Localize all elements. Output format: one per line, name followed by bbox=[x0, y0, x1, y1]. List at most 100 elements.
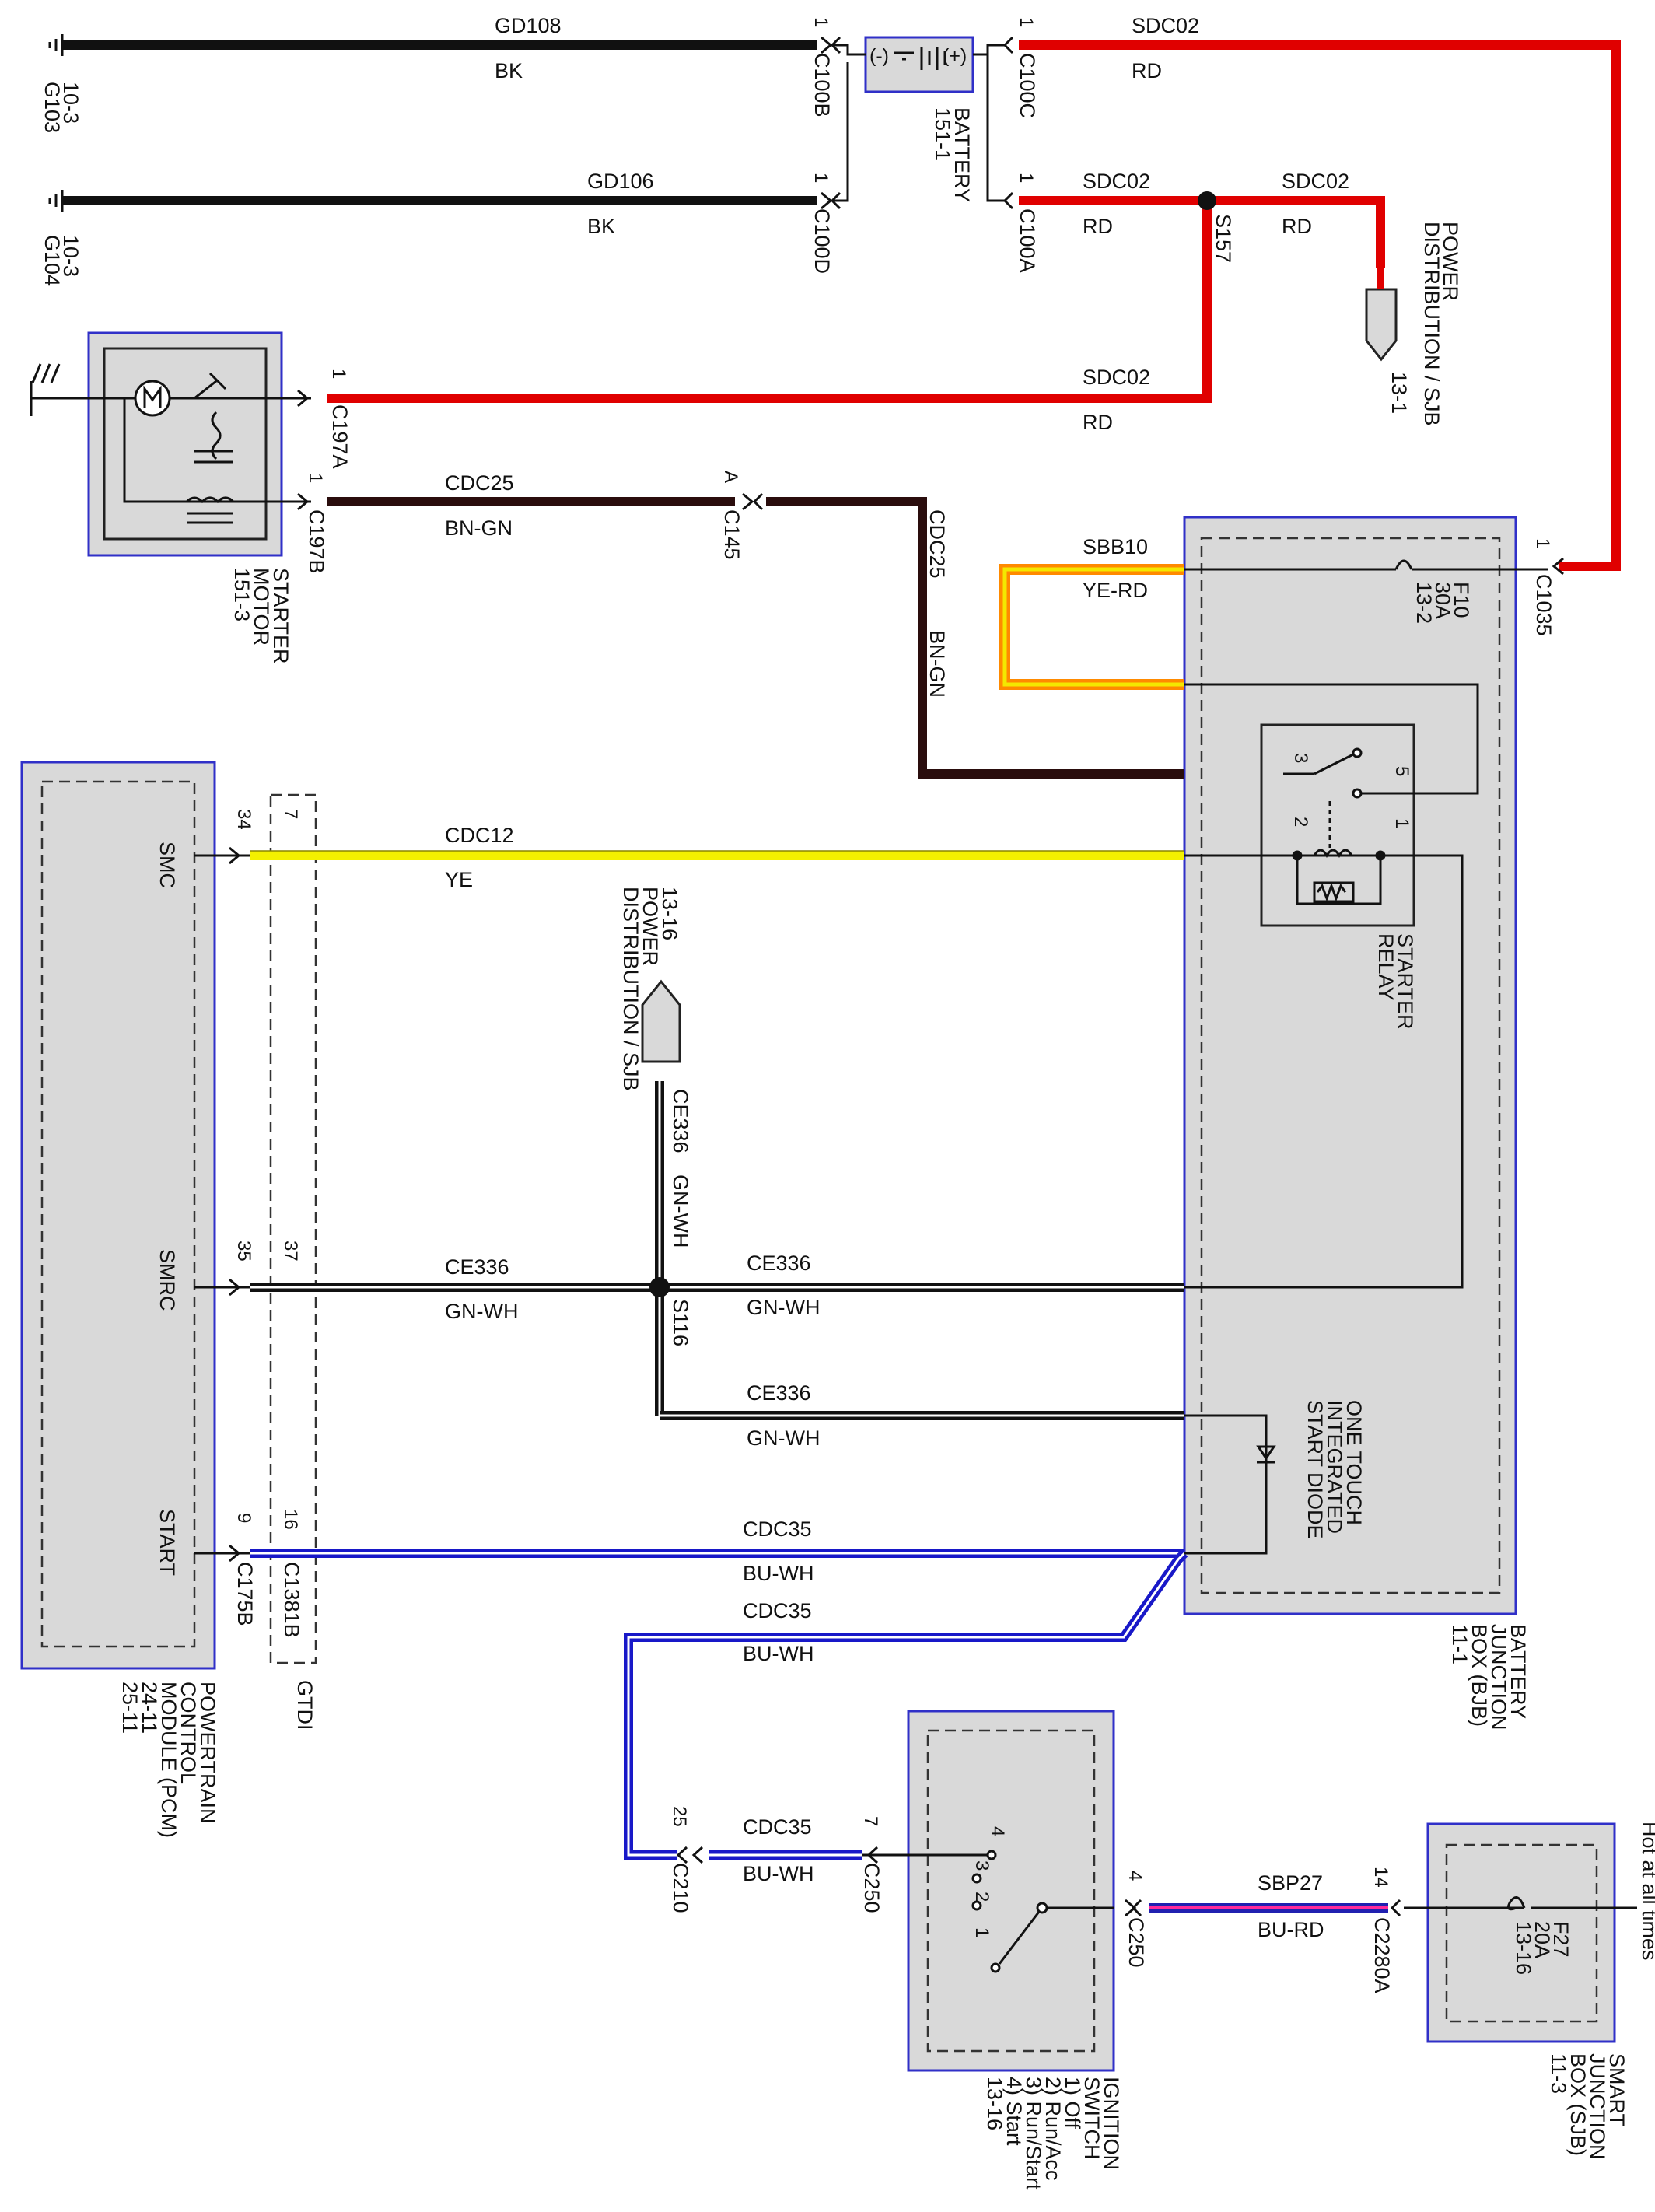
wire-sdc02-b-color: RD bbox=[1083, 215, 1113, 238]
conn-c197a: C197A bbox=[328, 404, 352, 469]
wire-cdc35-loop-stripe bbox=[627, 1552, 1186, 1857]
ground-g104-label: G104 bbox=[40, 235, 64, 286]
ground-g103-label: G103 bbox=[40, 82, 64, 133]
ground-g104-icon bbox=[48, 190, 64, 212]
pin-smc-gtdi: 7 bbox=[280, 809, 301, 819]
wire-ce336-r-circuit: CE336 bbox=[747, 1251, 811, 1275]
pin-c250a: 7 bbox=[860, 1816, 881, 1826]
wire-sdc02-c-circuit: SDC02 bbox=[1282, 170, 1349, 193]
wire-sbb10-stripe bbox=[1002, 567, 1184, 687]
ignition-switch-icon bbox=[971, 1850, 1048, 1973]
wire-cdc35-a-circuit: CDC35 bbox=[743, 1517, 812, 1541]
pin-c1035: 1 bbox=[1532, 538, 1553, 548]
relay-coil-wire bbox=[1184, 854, 1464, 1289]
pcm-box bbox=[20, 761, 216, 1670]
power-dist-top-line2: DISTRIBUTION / SJB bbox=[1420, 222, 1443, 426]
power-dist-top-page: 13-1 bbox=[1387, 372, 1411, 414]
sjb-line1: SMART bbox=[1605, 2053, 1629, 2126]
wire-sdc02-d-color: RD bbox=[1083, 411, 1113, 434]
wire-gd108-circuit: GD108 bbox=[495, 14, 562, 37]
diode-line3: START DIODE bbox=[1303, 1400, 1327, 1539]
pin-c145: A bbox=[720, 471, 741, 483]
bjb-inner bbox=[1200, 537, 1501, 1594]
connector-arrows bbox=[229, 36, 1564, 1917]
pin-c100c: 1 bbox=[1016, 17, 1037, 27]
bjb-line2: JUNCTION bbox=[1487, 1624, 1510, 1731]
ignition-line2: SWITCH bbox=[1080, 2077, 1104, 2159]
ignition-page: 13-16 bbox=[983, 2077, 1006, 2130]
wire-gd106-circuit: GD106 bbox=[587, 170, 654, 193]
conn-c100c: C100C bbox=[1016, 53, 1039, 118]
sjb-inner bbox=[1445, 1843, 1598, 2023]
sjb-fuse: F27 bbox=[1549, 1921, 1573, 1958]
sjb-fuse-page: 13-16 bbox=[1512, 1921, 1535, 1975]
starter-relay-line1: STARTER bbox=[1394, 933, 1417, 1030]
wire-sdc02-right bbox=[1207, 196, 1385, 268]
pin-start-pcm: 9 bbox=[233, 1513, 254, 1523]
pin-c100a: 1 bbox=[1016, 173, 1037, 183]
wire-ce336-r-color: GN-WH bbox=[747, 1296, 820, 1319]
pin-c2280a: 14 bbox=[1370, 1867, 1391, 1888]
starter-motor-wire-b bbox=[123, 398, 311, 503]
pcm-smc: SMC bbox=[156, 842, 179, 888]
wire-cdc12-color: YE bbox=[445, 868, 473, 891]
chassis-ground-icon bbox=[30, 363, 61, 416]
relay-pin-3: 3 bbox=[1290, 753, 1311, 763]
wire-sdc02-a-circuit: SDC02 bbox=[1132, 14, 1199, 37]
wire-ce336-l-color: GN-WH bbox=[445, 1300, 518, 1323]
wire-sbb10-color: YE-RD bbox=[1083, 579, 1148, 602]
wire-cdc35-c-circuit: CDC35 bbox=[743, 1815, 812, 1839]
pcm-page2: 25-11 bbox=[118, 1682, 142, 1734]
wire-cdc25-right bbox=[766, 497, 1184, 779]
sjb-hot: Hot at all times bbox=[1638, 1822, 1655, 1961]
bjb-page: 11-1 bbox=[1448, 1624, 1471, 1664]
battery-neg-lead-2 bbox=[832, 62, 849, 202]
wire-ce336-v-color: GN-WH bbox=[669, 1174, 692, 1248]
diode-line1: ONE TOUCH bbox=[1342, 1400, 1366, 1525]
wire-cdc25-b-color: BN-GN bbox=[925, 630, 949, 698]
wire-ce336-d-color: GN-WH bbox=[747, 1426, 820, 1450]
conn-c250b: C250 bbox=[1125, 1917, 1148, 1968]
battery-page: 151-1 bbox=[931, 107, 954, 161]
wire-cdc35-b-circuit: CDC35 bbox=[743, 1599, 812, 1622]
relay-switch-icon bbox=[1283, 747, 1386, 905]
wire-sdc02-b-circuit: SDC02 bbox=[1083, 170, 1150, 193]
starter-motor-inner bbox=[103, 347, 268, 541]
relay-feed-wire bbox=[1184, 683, 1479, 795]
wire-ce336-l-circuit: CE336 bbox=[445, 1255, 509, 1279]
battery-name: BATTERY bbox=[950, 107, 974, 202]
conn-c100d: C100D bbox=[810, 208, 834, 274]
ignition-switch-box bbox=[907, 1710, 1115, 2072]
wire-sdc02-c-color: RD bbox=[1282, 215, 1312, 238]
wire-cdc35-b-color: BU-WH bbox=[743, 1642, 814, 1665]
conn-c1381b: C1381B bbox=[280, 1562, 303, 1638]
pcm-line1: POWERTRAIN bbox=[196, 1682, 219, 1824]
wire-sdc02-top bbox=[1019, 40, 1621, 571]
ignition-n2: 2 bbox=[971, 1892, 992, 1902]
conn-c145: C145 bbox=[720, 509, 744, 560]
gtdi-box bbox=[269, 793, 317, 1664]
pin-c197b: 1 bbox=[305, 473, 326, 483]
ignition-pos3: 3) Run/Start bbox=[1022, 2077, 1045, 2190]
ignition-pos1: 1) Off bbox=[1061, 2077, 1084, 2130]
wire-gd108-color: BK bbox=[495, 59, 523, 82]
sjb-line2: JUNCTION bbox=[1586, 2053, 1609, 2160]
ignition-n4: 4 bbox=[987, 1826, 1008, 1836]
sjb-page: 11-3 bbox=[1547, 2053, 1570, 2094]
ground-g104-page: 10-3 bbox=[59, 235, 82, 277]
pcm-start: START bbox=[156, 1509, 179, 1576]
splice-s157-dot bbox=[1198, 191, 1216, 210]
wire-cdc25-color: BN-GN bbox=[445, 516, 513, 540]
wire-cdc35-a-color: BU-WH bbox=[743, 1562, 814, 1585]
wire-cdc25-circuit: CDC25 bbox=[445, 471, 514, 495]
pin-c250b: 4 bbox=[1125, 1871, 1146, 1881]
relay-pin-5: 5 bbox=[1391, 766, 1412, 776]
splice-s157: S157 bbox=[1212, 214, 1235, 263]
wire-sbb10-circuit: SBB10 bbox=[1083, 535, 1148, 558]
battery-box bbox=[864, 36, 974, 93]
wire-sdc02-down bbox=[327, 201, 1212, 403]
gtdi-label: GTDI bbox=[293, 1680, 317, 1731]
sjb-line3: BOX (SJB) bbox=[1566, 2053, 1590, 2156]
conn-c210: C210 bbox=[669, 1863, 692, 1913]
